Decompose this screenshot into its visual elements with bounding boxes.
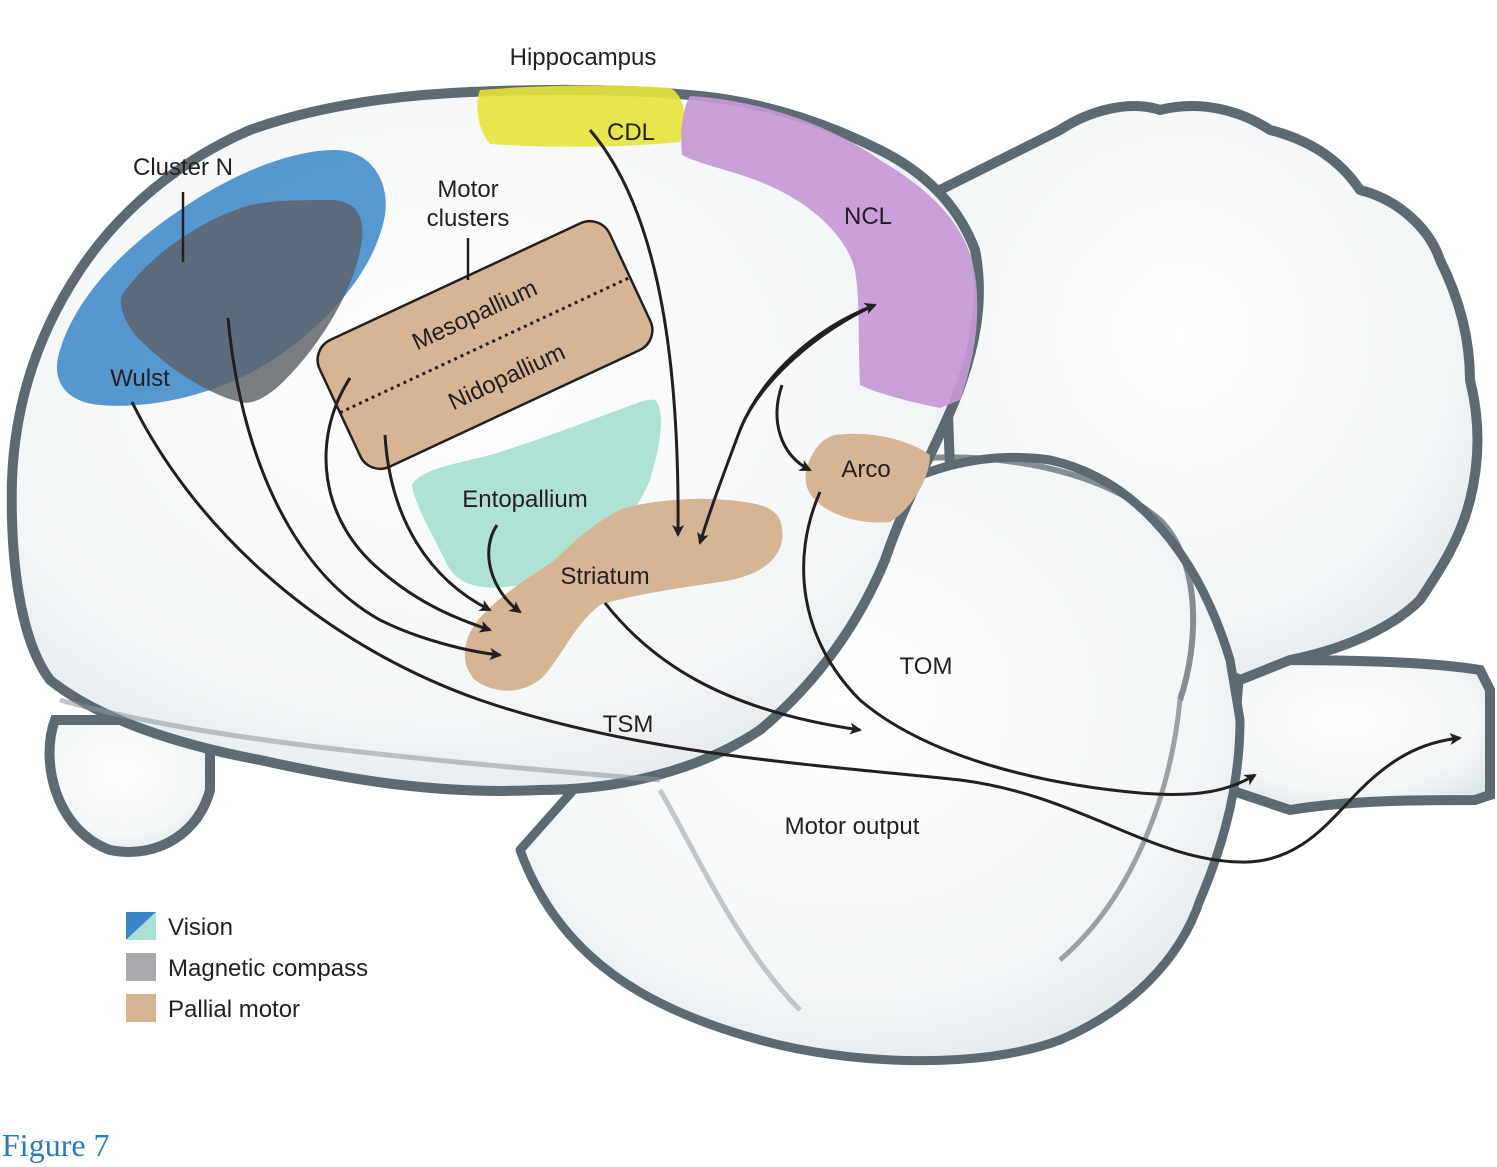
legend-item-pallial-motor: Pallial motor bbox=[126, 994, 300, 1023]
fold-line bbox=[59, 697, 661, 783]
legend-label: Vision bbox=[168, 914, 233, 941]
optic-lobe bbox=[44, 715, 215, 857]
legend-label: Magnetic compass bbox=[168, 955, 368, 982]
legend-label: Pallial motor bbox=[168, 996, 300, 1023]
motor-clusters-box bbox=[316, 219, 654, 471]
cdl-label: CDL bbox=[607, 119, 655, 146]
pathway-arrows bbox=[130, 129, 1462, 864]
nidopallium-to-striatum-arrow bbox=[383, 434, 492, 612]
hippocampus-label: Hippocampus bbox=[510, 44, 657, 71]
arco-label: Arco bbox=[841, 456, 890, 483]
magnetic-compass-swatch bbox=[126, 953, 156, 981]
ncl-label: NCL bbox=[844, 203, 892, 230]
midbrain bbox=[515, 452, 1245, 1066]
legend: Vision Magnetic compass Pallial motor bbox=[126, 912, 368, 1023]
striatum-to-ncl-arrow bbox=[738, 302, 877, 431]
tsm-label: TSM bbox=[603, 711, 654, 738]
fold-line bbox=[899, 454, 1197, 701]
motor-clusters-label-line1: Motor bbox=[437, 176, 498, 203]
cluster-n-label: Cluster N bbox=[133, 154, 233, 181]
wulst-label: Wulst bbox=[110, 365, 170, 392]
figure-caption: Figure 7 bbox=[2, 1127, 110, 1163]
striatum-to-motor-arrow bbox=[603, 602, 862, 735]
tom-label: TOM bbox=[900, 653, 953, 680]
fold-line bbox=[1058, 699, 1183, 962]
ncl-to-arco-arrow bbox=[775, 384, 812, 472]
brainstem bbox=[1224, 654, 1495, 816]
tom-arrow bbox=[802, 491, 1257, 796]
brain-silhouette bbox=[6, 84, 1495, 1066]
mesopallium-nidopallium-boundary bbox=[339, 276, 631, 414]
striatum-label: Striatum bbox=[560, 563, 649, 590]
mesopallium-to-striatum-arrow bbox=[324, 377, 492, 633]
motor-clusters-label-line2: clusters bbox=[427, 205, 510, 232]
vision-swatch-teal bbox=[126, 912, 156, 940]
fold-line bbox=[657, 788, 802, 1012]
motor-output-label: Motor output bbox=[785, 813, 920, 840]
hippocampus-region bbox=[477, 85, 685, 147]
striatum-region bbox=[464, 498, 783, 691]
cdl-to-striatum-arrow bbox=[588, 129, 685, 537]
cluster-n-region bbox=[120, 200, 363, 403]
arco-region bbox=[805, 433, 930, 523]
tsm-arrow bbox=[130, 401, 1462, 864]
ncl-region bbox=[681, 96, 978, 408]
pallial-motor-swatch bbox=[126, 994, 156, 1022]
cluster-n-to-striatum-arrow bbox=[226, 317, 502, 660]
entopallium-to-striatum-arrow bbox=[487, 524, 522, 614]
entopallium-label: Entopallium bbox=[462, 486, 587, 513]
legend-item-magnetic-compass: Magnetic compass bbox=[126, 953, 368, 982]
legend-item-vision: Vision bbox=[126, 912, 233, 941]
